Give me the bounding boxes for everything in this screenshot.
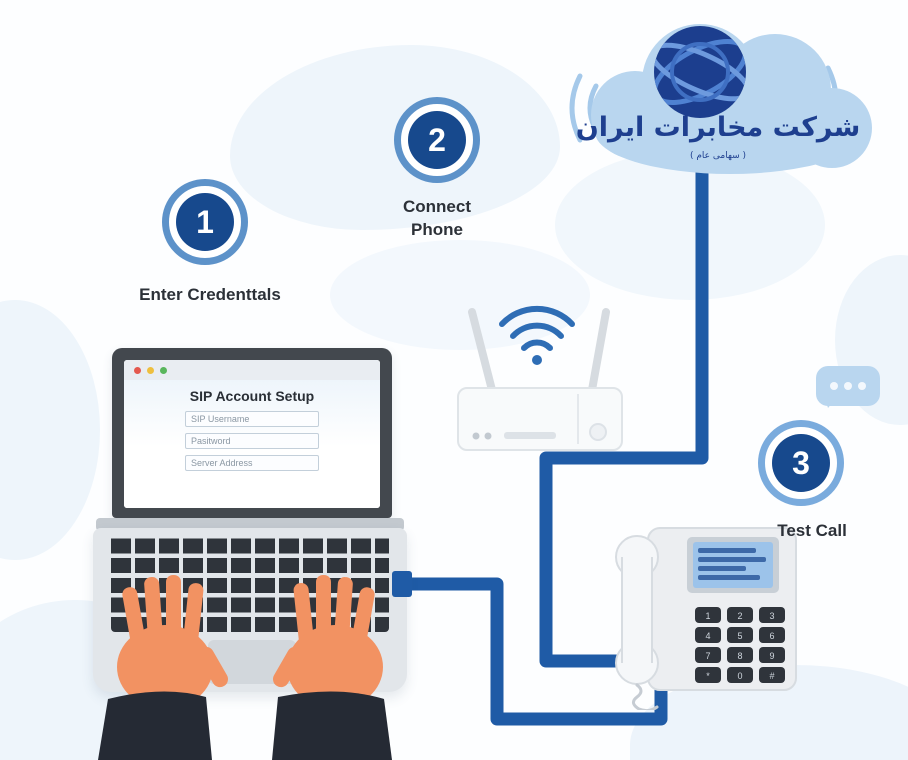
phone-screen	[687, 537, 779, 593]
typing-hands	[98, 575, 392, 760]
laptop-display: SIP Account Setup	[124, 360, 380, 508]
sip-account-form	[124, 411, 380, 471]
phone-handset	[615, 535, 659, 685]
phone-key	[695, 627, 721, 643]
desk-phone: 1 2 3 4 5 6 7 8 9 * 0 #	[615, 527, 797, 710]
router-led	[472, 432, 480, 440]
router-vent-slot	[504, 432, 556, 439]
chat-dot	[830, 382, 838, 390]
step-2-badge: 2	[394, 97, 480, 183]
browser-minimize-dot-icon	[147, 366, 154, 374]
phone-key-label: 0	[737, 671, 742, 681]
telecom-company-subtext: ( سهامی عام )	[690, 151, 746, 161]
phone-key	[759, 667, 785, 683]
phone-key-label: 2	[737, 611, 742, 621]
step-1-label: Enter Credenttals	[139, 285, 281, 304]
cable-laptop-to-phone	[393, 577, 668, 726]
laptop-screen: SIP Account Setup	[112, 348, 392, 518]
phone-key-label: 4	[705, 631, 710, 641]
browser-close-dot-icon	[134, 366, 141, 374]
wifi-router	[457, 305, 623, 451]
phone-key	[727, 667, 753, 683]
cable-plug	[392, 571, 412, 597]
router-button	[589, 423, 607, 441]
laptop-hinge	[96, 518, 404, 531]
chat-bubble-icon	[816, 366, 880, 408]
left-sleeve	[98, 691, 212, 760]
background-blob	[330, 240, 590, 350]
router-led	[484, 432, 492, 440]
step-2-number: 2	[408, 111, 466, 169]
phone-key-label: 7	[705, 651, 710, 661]
phone-key	[695, 647, 721, 663]
step-1-number: 1	[176, 193, 234, 251]
wifi-icon	[499, 305, 575, 365]
phone-key-label: 3	[769, 611, 774, 621]
phone-key	[695, 607, 721, 623]
step-1-badge: 1	[162, 179, 248, 265]
phone-key	[695, 667, 721, 683]
telecom-company-name: شرکت مخابرات ایران	[576, 112, 861, 143]
chat-dot	[844, 382, 852, 390]
step-3-badge: 3	[758, 420, 844, 506]
phone-key-label: 8	[737, 651, 742, 661]
step-3-number: 3	[772, 434, 830, 492]
phone-key-label: #	[769, 671, 774, 681]
phone-key-label: 1	[705, 611, 710, 621]
server-address-input[interactable]	[185, 455, 319, 471]
browser-maximize-dot-icon	[160, 366, 167, 374]
step-3-label: Test Call	[777, 521, 847, 540]
step-2-label: Connect Phone	[403, 197, 471, 239]
background-blob	[555, 150, 825, 300]
phone-key-label: 5	[737, 631, 742, 641]
phone-key-label: 9	[769, 651, 774, 661]
phone-key-label: *	[706, 671, 710, 681]
handset-cord	[632, 683, 659, 710]
sip-username-input[interactable]	[185, 411, 319, 427]
chat-dot	[858, 382, 866, 390]
password-input[interactable]	[185, 433, 319, 449]
right-sleeve	[272, 691, 392, 760]
router-body	[457, 387, 623, 451]
router-antennas	[468, 308, 610, 394]
page-title: SIP Account Setup	[189, 388, 315, 404]
phone-key	[727, 647, 753, 663]
phone-key	[727, 607, 753, 623]
phone-key	[759, 647, 785, 663]
phone-key-label: 6	[769, 631, 774, 641]
cable-cloud-to-phone	[539, 133, 709, 668]
phone-key	[759, 627, 785, 643]
browser-titlebar	[124, 360, 380, 380]
phone-key	[759, 607, 785, 623]
left-hand	[98, 575, 228, 760]
phone-key	[727, 627, 753, 643]
telecom-cloud: شرکت مخابرات ایران ( سهامی عام )	[569, 24, 872, 174]
right-hand	[272, 575, 392, 760]
sip-setup-page: SIP Account Setup	[124, 380, 380, 508]
phone-keypad: 1 2 3 4 5 6 7 8 9 * 0 #	[695, 607, 785, 683]
